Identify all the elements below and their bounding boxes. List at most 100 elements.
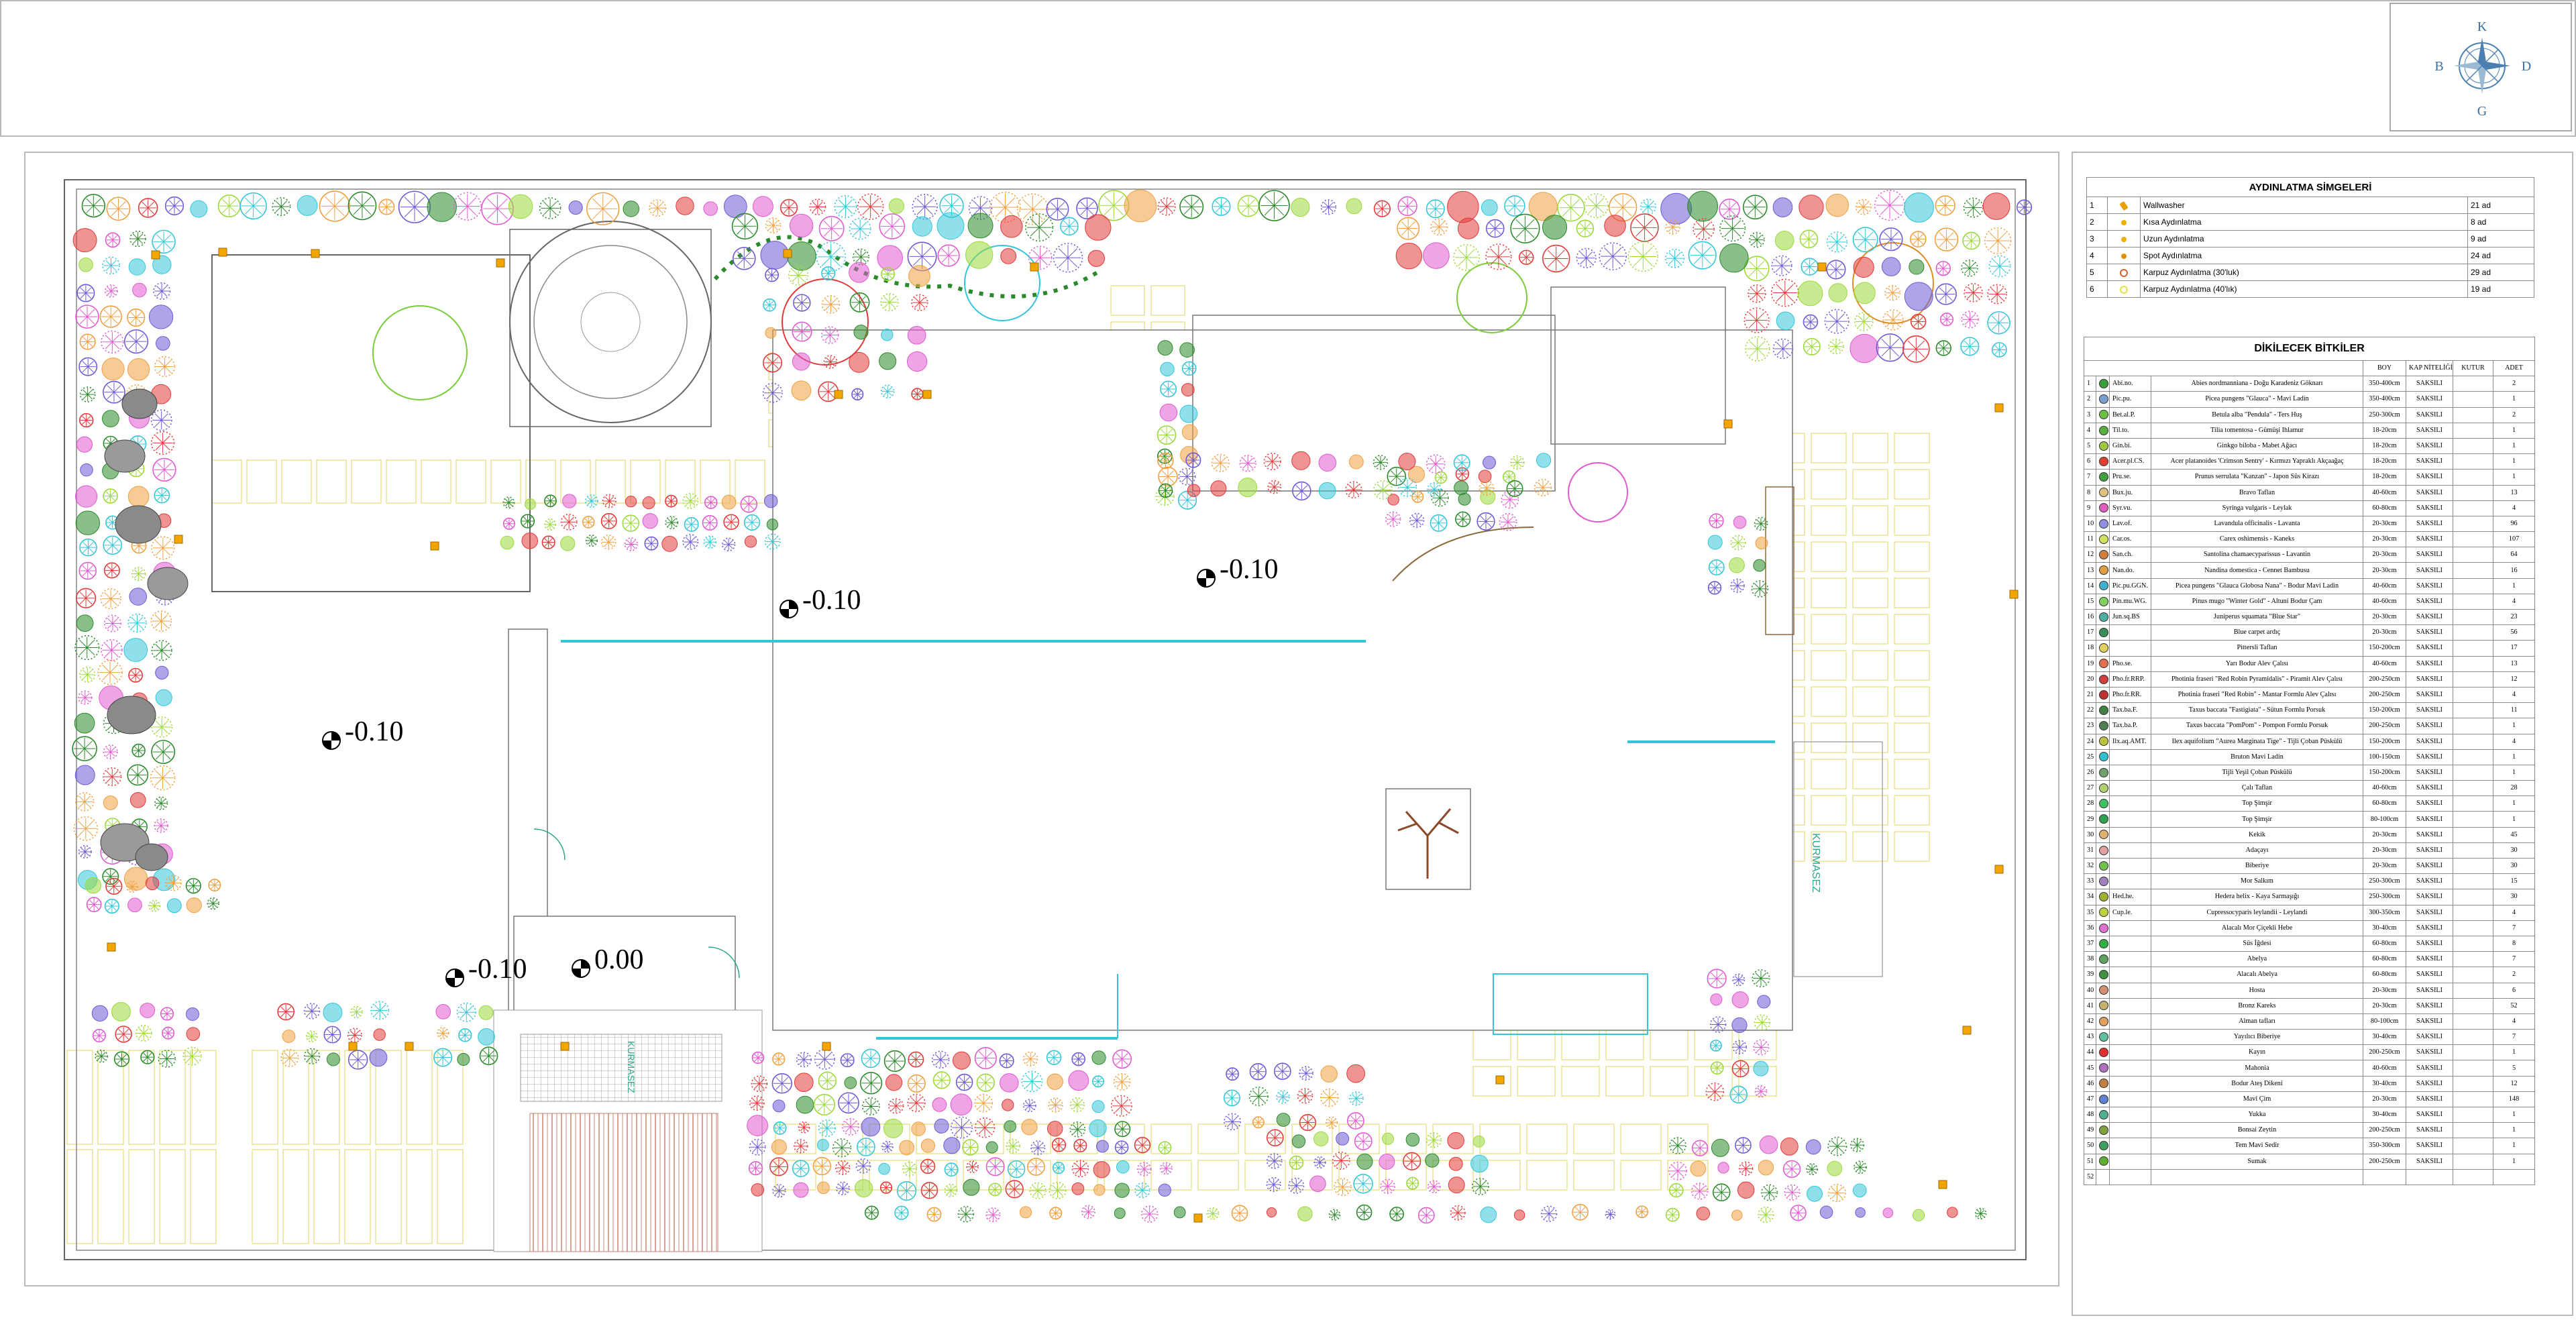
plant-row-quality: SAKSILI <box>2406 671 2453 688</box>
feature-tree-west <box>372 305 468 400</box>
plant-symbol <box>751 1051 765 1064</box>
plant-symbol <box>1717 1162 1729 1174</box>
plant-row-symbol <box>2096 1029 2110 1046</box>
plant-symbol <box>1157 197 1176 216</box>
plant-symbol <box>350 1005 363 1019</box>
plant-symbol <box>1709 1016 1727 1033</box>
plant-symbol <box>101 410 119 428</box>
plant-symbol <box>740 496 757 513</box>
plant-row-quality: SAKSILI <box>2406 1122 2453 1139</box>
plant-row-symbol <box>2096 811 2110 828</box>
plant-symbol <box>1455 511 1471 527</box>
plant-symbol <box>751 1183 765 1197</box>
plant-symbol <box>562 494 577 508</box>
plant-symbol <box>92 1028 106 1043</box>
light-marker <box>2009 590 2019 599</box>
plant-row-symbol <box>2096 795 2110 812</box>
light-marker <box>405 1042 414 1051</box>
round-terrace-inner <box>533 245 688 399</box>
plant-symbol <box>851 388 864 400</box>
path-stone <box>406 1050 433 1145</box>
plant-symbol <box>208 879 221 892</box>
tree-planter <box>1385 788 1471 890</box>
plant-symbol <box>880 384 895 398</box>
plant-symbol-icon <box>2099 565 2108 575</box>
plant-symbol <box>457 1052 470 1066</box>
plant-row-name: Yarı Bodur Alev Çalısı <box>2151 655 2363 672</box>
plant-symbol <box>840 1053 855 1068</box>
elevation-label: -0.10 <box>468 954 527 985</box>
light-marker <box>1817 262 1827 272</box>
plant-row-code <box>2109 1153 2151 1170</box>
plant-symbol <box>101 330 124 353</box>
plant-row-quality: SAKSILI <box>2406 842 2453 859</box>
plant-symbol <box>962 1139 979 1156</box>
plant-symbol <box>103 535 123 555</box>
plant-symbol <box>1480 1206 1497 1223</box>
plant-symbol <box>560 513 578 531</box>
path-stone <box>1197 1123 1239 1154</box>
plant-symbol <box>1023 1099 1036 1113</box>
plant-symbol <box>780 199 798 217</box>
plant-row-box <box>2453 904 2493 921</box>
plant-symbol <box>326 1052 340 1066</box>
path-stone <box>97 1050 124 1145</box>
plant-symbol <box>888 198 905 214</box>
plant-row-code <box>2109 1029 2151 1046</box>
lighting-row-number: 3 <box>2086 230 2108 248</box>
path-stone <box>1385 1160 1427 1191</box>
plant-symbol <box>1313 1156 1326 1169</box>
plant-symbol <box>1470 1154 1489 1173</box>
plant-symbol <box>1248 1087 1269 1107</box>
plant-symbol <box>1447 1132 1464 1150</box>
plant-row-symbol <box>2096 780 2110 797</box>
plant-symbol <box>936 212 965 240</box>
plant-symbol <box>303 1003 321 1020</box>
plant-symbol <box>1939 313 1954 327</box>
plant-symbol <box>347 1050 368 1070</box>
plant-row-name: Betula alba "Pendula" - Ters Huş <box>2151 406 2363 423</box>
plant-row-number: 40 <box>2084 982 2096 999</box>
plant-symbol <box>849 292 870 313</box>
plant-row-code <box>2109 1138 2151 1154</box>
plant-row-code: Pin.mu.WG. <box>2109 593 2151 610</box>
plant-symbol <box>154 796 168 810</box>
plant-row-quality: SAKSILI <box>2406 1091 2453 1108</box>
plant-symbol <box>1348 454 1364 470</box>
plant-symbol-icon <box>2099 752 2108 762</box>
plant-symbol <box>1735 1137 1752 1154</box>
plant-symbol <box>821 266 836 281</box>
light-marker <box>822 1042 831 1051</box>
path-stone <box>1526 1160 1568 1191</box>
path-stone <box>1150 1160 1192 1191</box>
plant-row-code: Ilx.aq.AMT. <box>2109 733 2151 750</box>
plant-symbol <box>911 388 924 400</box>
plant-symbol <box>323 1002 343 1022</box>
plant-symbol <box>1640 199 1656 215</box>
plant-symbol-icon <box>2099 1125 2108 1135</box>
path-stone <box>1894 795 1930 826</box>
path-stone <box>1811 759 1847 789</box>
plant-symbol <box>855 1158 871 1174</box>
plant-symbol <box>1759 1135 1778 1154</box>
plant-symbol <box>907 1093 926 1112</box>
plant-symbol <box>1879 227 1903 252</box>
plant-row-box <box>2453 780 2493 797</box>
plant-row-name: Top Şimşir <box>2151 811 2363 828</box>
plant-symbol <box>796 1095 814 1114</box>
plant-symbol <box>1349 1091 1364 1106</box>
plant-symbol <box>1047 1121 1063 1137</box>
plant-symbol <box>1124 189 1157 223</box>
path-stone <box>1852 686 1888 717</box>
plant-row-qty: 1 <box>2492 453 2536 470</box>
plant-symbol <box>771 1139 787 1155</box>
plant-symbol <box>765 217 782 233</box>
lighting-row-name: Karpuz Aydınlatma (40'lık) <box>2140 280 2468 298</box>
plant-row-name: Taxus baccata "Fastigiata" - Sütun Forml… <box>2151 702 2363 719</box>
path-stone <box>1811 505 1847 536</box>
plant-symbol <box>1669 1137 1686 1154</box>
plant-symbol <box>821 295 841 314</box>
